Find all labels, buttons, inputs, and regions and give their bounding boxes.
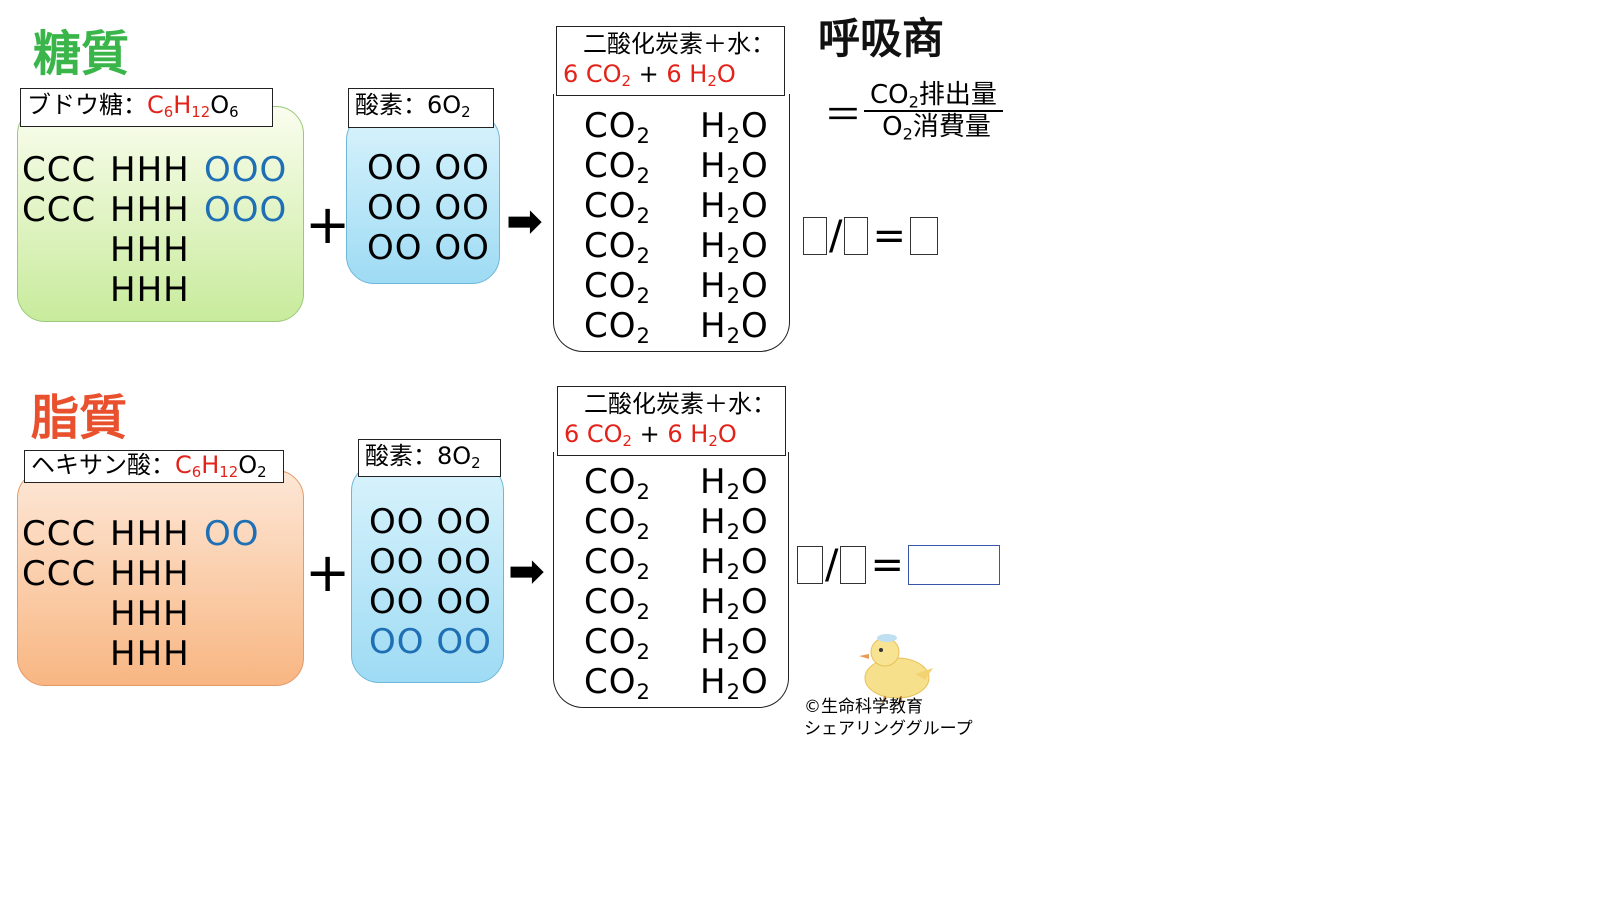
rq-denominator: O2消費量 [864, 110, 1003, 142]
sugar-title: 糖質 [33, 26, 130, 82]
sugar-h2o-3: H2O [700, 186, 769, 228]
sugar-h2o-5: H2O [700, 266, 769, 308]
fat-oxygen-row-2: OO OO [369, 542, 492, 582]
sugar-ratio-o2-box[interactable] [844, 217, 869, 255]
fat-h2o-3: H2O [700, 542, 769, 584]
sugar-co2-1: CO2 [584, 106, 651, 148]
fat-plus: + [305, 541, 351, 604]
hexanoic-label: ヘキサン酸：C6H12O2 [24, 450, 284, 483]
fat-h2o-2: H2O [700, 502, 769, 544]
fat-co2-6: CO2 [584, 662, 651, 704]
sugar-h2o-6: H2O [700, 306, 769, 348]
sugar-co2-6: CO2 [584, 306, 651, 348]
rq-equals: ＝ [824, 92, 863, 137]
sugar-h2o-1: H2O [700, 106, 769, 148]
fat-oxygen-row-4: OO OO [369, 622, 492, 662]
sugar-ratio-result-box[interactable] [910, 217, 938, 255]
hexanoic-row-3: HHH [110, 594, 190, 634]
rq-fraction: CO2排出量 O2消費量 [864, 80, 1003, 142]
chick-mascot-icon [859, 634, 933, 703]
hexanoic-row-4: HHH [110, 634, 190, 674]
fat-ratio: / = [797, 545, 1000, 585]
sugar-oxygen-row-1: OO OO [367, 148, 490, 188]
rq-formula: ＝ CO2排出量 O2消費量 [824, 80, 1003, 142]
sugar-oxygen-row-2: OO OO [367, 188, 490, 228]
sugar-ratio: / = [803, 216, 938, 256]
fat-arrow: ➡ [508, 546, 545, 597]
fat-co2-3: CO2 [584, 542, 651, 584]
fat-oxygen-row-1: OO OO [369, 502, 492, 542]
fat-h2o-4: H2O [700, 582, 769, 624]
sugar-oxygen-panel [346, 112, 500, 284]
copyright-text: ©生命科学教育 シェアリンググループ [804, 697, 973, 739]
sugar-co2-2: CO2 [584, 146, 651, 188]
fat-products-panel [553, 452, 789, 708]
glucose-label: ブドウ糖：C6H12O6 [20, 88, 273, 127]
fat-oxygen-label: 酸素：8O2 [358, 439, 501, 477]
glucose-atoms-panel [17, 106, 304, 322]
fat-oxygen-panel [351, 463, 504, 683]
fat-h2o-5: H2O [700, 622, 769, 664]
sugar-products-panel [553, 94, 790, 352]
rq-numerator: CO2排出量 [870, 80, 997, 112]
hexanoic-atoms-panel [17, 470, 304, 686]
rq-title: 呼吸商 [818, 14, 945, 63]
fat-co2-4: CO2 [584, 582, 651, 624]
fat-co2-1: CO2 [584, 462, 651, 504]
sugar-co2-5: CO2 [584, 266, 651, 308]
fat-title: 脂質 [31, 390, 128, 446]
sugar-ratio-co2-box[interactable] [803, 217, 827, 255]
glucose-formula: C6H12 [147, 91, 211, 122]
sugar-h2o-2: H2O [700, 146, 769, 188]
sugar-co2-3: CO2 [584, 186, 651, 228]
glucose-row-3: HHH [110, 230, 190, 270]
sugar-h2o-4: H2O [700, 226, 769, 268]
sugar-plus: + [305, 193, 351, 256]
fat-ratio-o2-box[interactable] [840, 546, 867, 584]
fat-h2o-1: H2O [700, 462, 769, 504]
sugar-oxygen-label: 酸素：6O2 [348, 88, 494, 128]
fat-h2o-6: H2O [700, 662, 769, 704]
fat-co2-5: CO2 [584, 622, 651, 664]
sugar-co2-4: CO2 [584, 226, 651, 268]
fat-co2-2: CO2 [584, 502, 651, 544]
fat-ratio-co2-box[interactable] [797, 546, 823, 584]
glucose-row-4: HHH [110, 270, 190, 310]
fat-oxygen-row-3: OO OO [369, 582, 492, 622]
fat-ratio-result-box[interactable] [908, 545, 1000, 585]
sugar-arrow: ➡ [506, 196, 543, 247]
fat-product-label: 二酸化炭素＋水： 6 CO2 + 6 H2O [557, 386, 786, 456]
sugar-product-label: 二酸化炭素＋水： 6 CO2 + 6 H2O [556, 26, 785, 96]
glucose-name: ブドウ糖： [27, 91, 147, 119]
sugar-oxygen-row-3: OO OO [367, 228, 490, 268]
